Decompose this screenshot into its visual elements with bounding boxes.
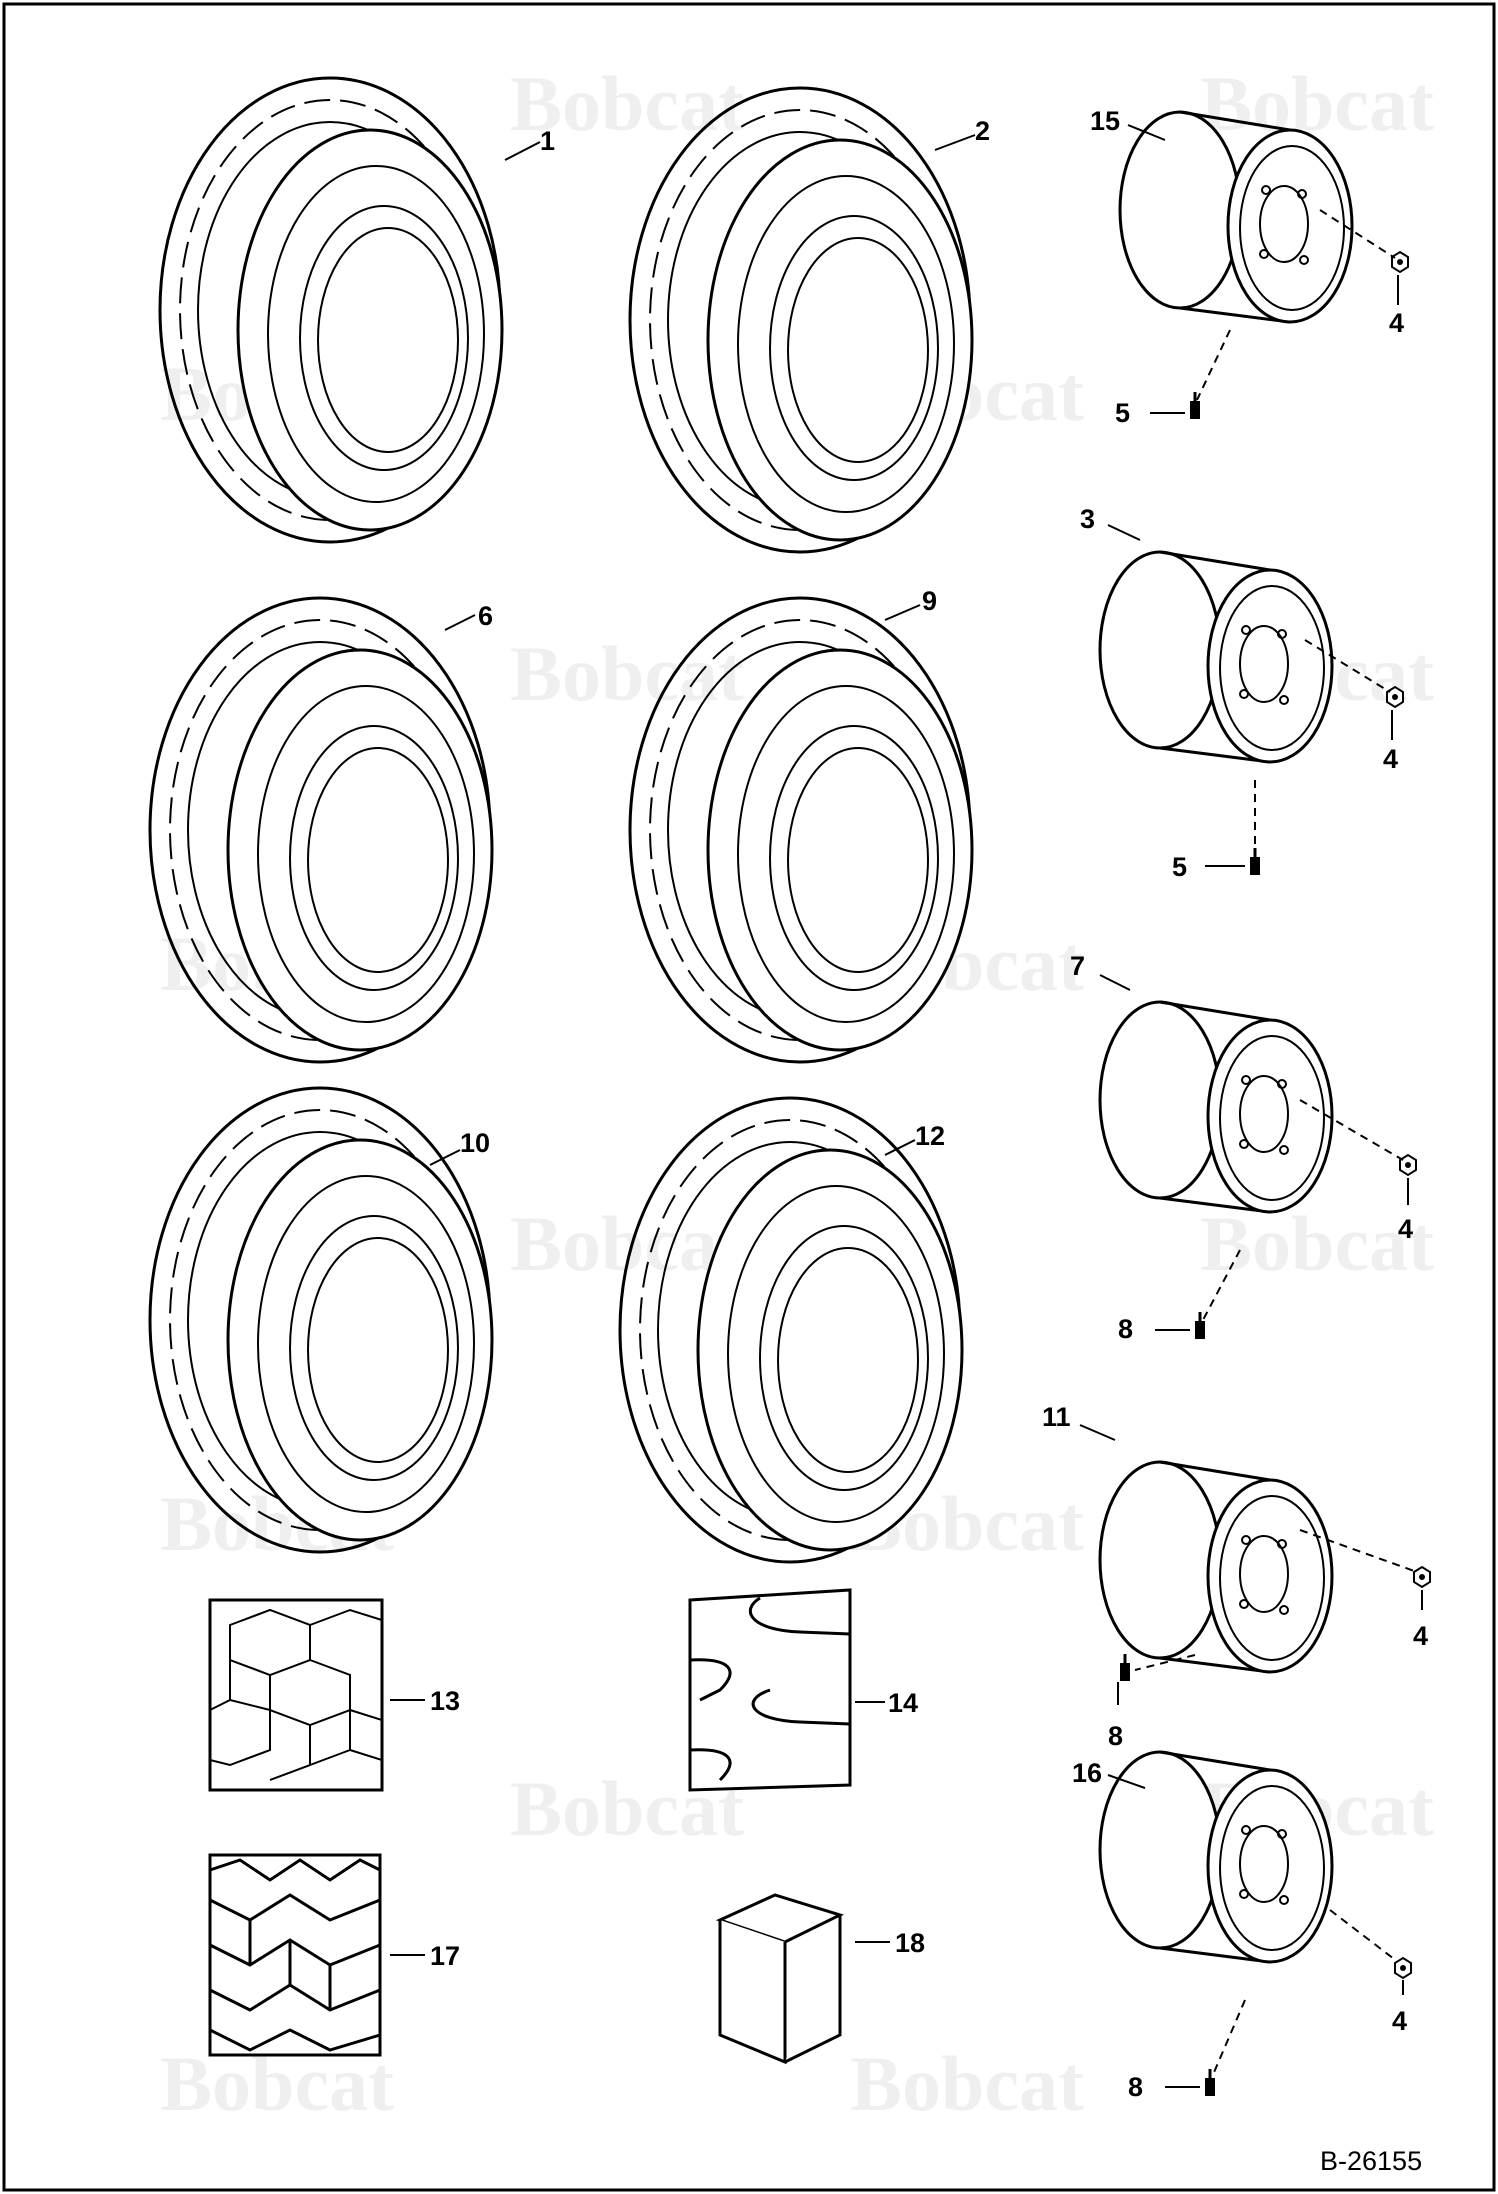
watermark-text: Bobcat — [1200, 60, 1434, 147]
tread-pattern-13 — [208, 1598, 384, 1792]
callout-4: 4 — [1413, 1621, 1428, 1651]
callout-13: 13 — [430, 1686, 460, 1716]
tire-12 — [618, 1096, 964, 1564]
rim-3 — [1098, 550, 1334, 764]
callout-8: 8 — [1108, 1721, 1123, 1751]
tire-1 — [158, 76, 504, 544]
valve-stem-8 — [1193, 1310, 1207, 1341]
callout-17: 17 — [430, 1941, 460, 1971]
watermark-text: Bobcat — [1200, 1200, 1434, 1287]
callout-16: 16 — [1072, 1758, 1102, 1788]
callout-5: 5 — [1172, 852, 1187, 882]
rim-7 — [1098, 1000, 1334, 1214]
callout-4: 4 — [1383, 744, 1398, 774]
watermark-layer: Bobcat Bobcat Bobcat Bobcat Bobcat Bobca… — [160, 60, 1434, 2127]
callout-11: 11 — [1042, 1402, 1071, 1432]
callout-4: 4 — [1398, 1214, 1413, 1244]
valve-stem-8 — [1118, 1652, 1132, 1683]
callout-14: 14 — [888, 1688, 918, 1718]
watermark-text: Bobcat — [510, 60, 744, 147]
assembly-lines — [1134, 209, 1418, 2078]
callout-4: 4 — [1392, 2006, 1407, 2036]
nut-4 — [1399, 1154, 1417, 1176]
callout-4: 4 — [1389, 308, 1404, 338]
tread-pattern-17 — [208, 1853, 382, 2057]
callout-6: 6 — [478, 601, 493, 631]
watermark-text: Bobcat — [510, 1200, 744, 1287]
callout-5: 5 — [1115, 398, 1130, 428]
tire-2 — [628, 86, 974, 554]
nut-4 — [1386, 686, 1404, 708]
document-id: B-26155 — [1320, 2146, 1422, 2176]
callout-7: 7 — [1070, 951, 1085, 981]
callout-3: 3 — [1080, 504, 1095, 534]
nut-4 — [1413, 1566, 1431, 1588]
tread-pattern-14 — [688, 1588, 852, 1792]
watermark-text: Bobcat — [850, 2040, 1084, 2127]
callout-2: 2 — [975, 116, 990, 146]
callout-12: 12 — [915, 1121, 945, 1151]
callout-10: 10 — [460, 1128, 490, 1158]
callout-9: 9 — [922, 586, 937, 616]
rim-11 — [1098, 1460, 1334, 1674]
callout-15: 15 — [1090, 106, 1120, 136]
watermark-text: Bobcat — [510, 630, 744, 717]
callout-8: 8 — [1128, 2072, 1143, 2102]
callout-18: 18 — [895, 1928, 925, 1958]
box-18 — [715, 1893, 845, 2065]
nut-4 — [1391, 251, 1409, 273]
callout-1: 1 — [540, 126, 555, 156]
valve-stem-8 — [1203, 2067, 1217, 2098]
callout-8: 8 — [1118, 1314, 1133, 1344]
